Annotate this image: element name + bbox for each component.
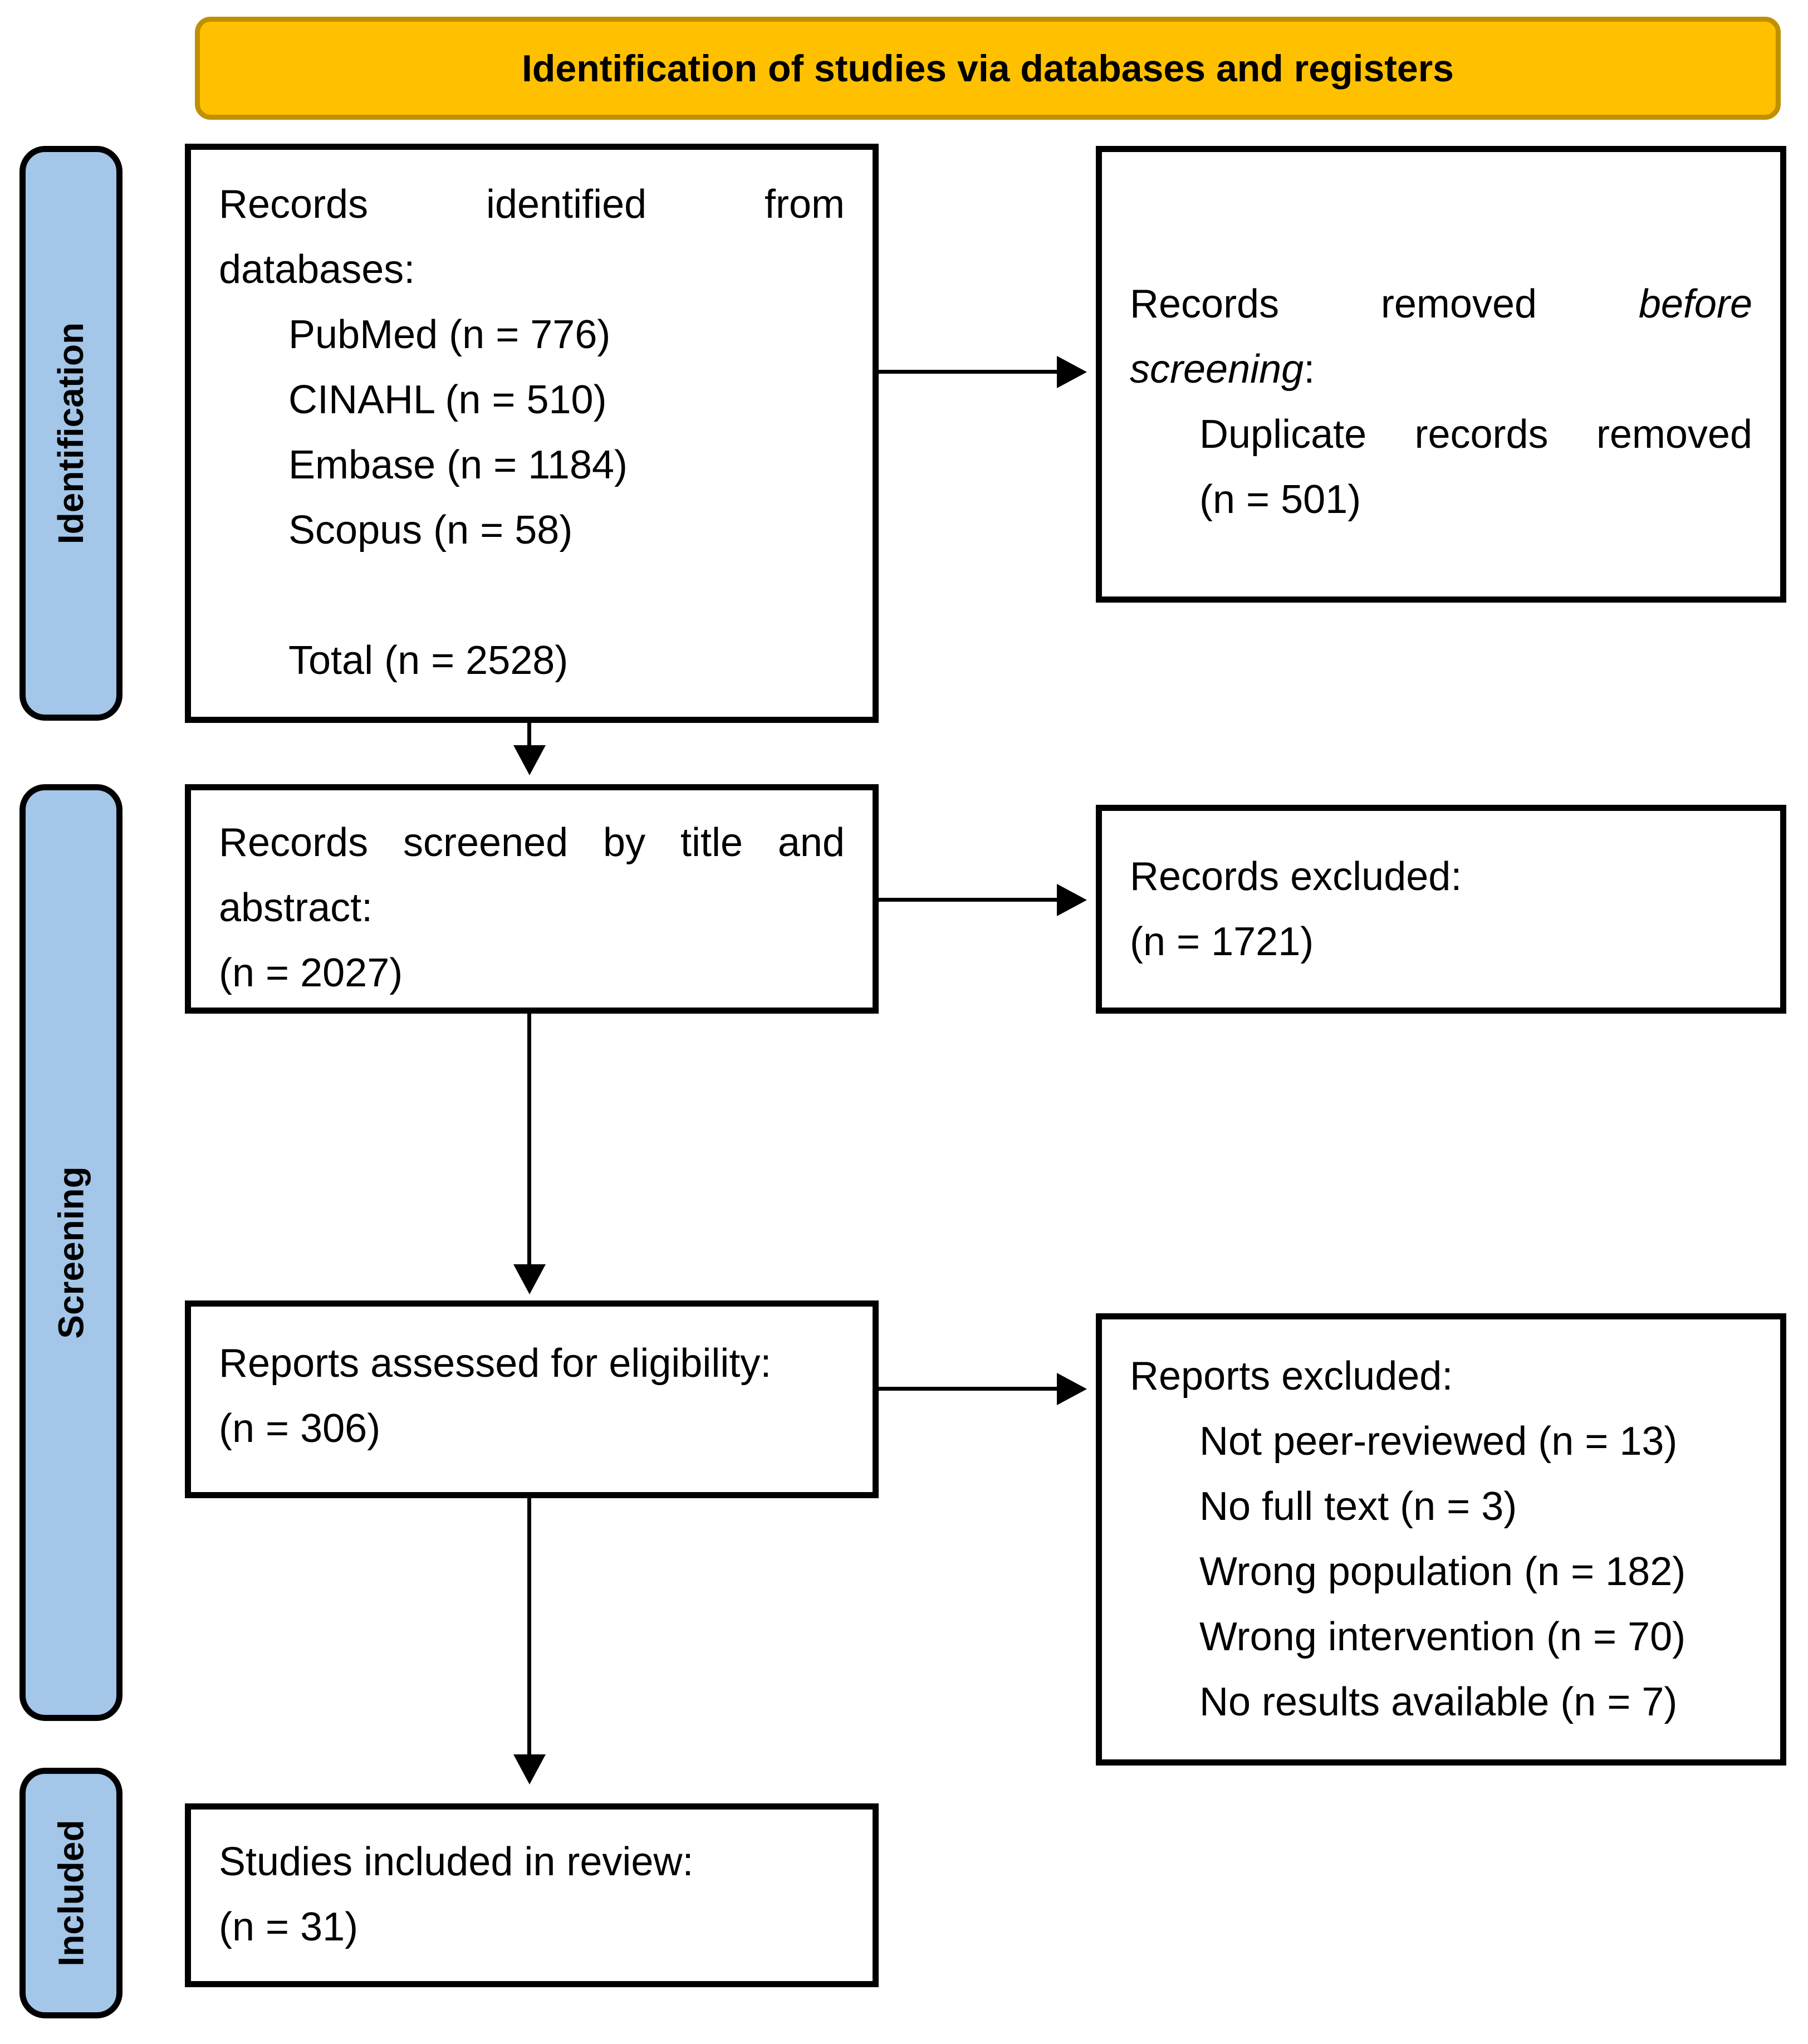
excluded-wrong-intervention: Wrong intervention (n = 70) [1199, 1615, 1686, 1659]
arrow-identified-to-removed-head [1057, 356, 1087, 388]
box-records-excluded: Records excluded: (n = 1721) [1096, 805, 1786, 1014]
db-count-scopus: Scopus (n = 58) [288, 508, 573, 552]
reports-assessed-count: (n = 306) [219, 1406, 381, 1451]
stage-identification-label: Identification [51, 322, 91, 545]
box-reports-assessed: Reports assessed for eligibility: (n = 3… [185, 1300, 879, 1498]
duplicates-removed-count: (n = 501) [1199, 477, 1361, 522]
stage-included-label: Included [51, 1820, 91, 1967]
records-removed-line1: Records removed before [1130, 272, 1752, 337]
records-identified-line2: databases: [219, 247, 415, 292]
box-records-identified: Records identified from databases: PubMe… [185, 144, 879, 723]
records-identified-line1: Records identified from [219, 182, 845, 227]
header-banner: Identification of studies via databases … [195, 17, 1781, 120]
records-removed-line2: screening: [1130, 337, 1752, 402]
arrow-screened-to-assessed-line [527, 1014, 531, 1265]
studies-included-line1: Studies included in review: [219, 1840, 694, 1884]
stage-included: Included [19, 1768, 123, 2018]
screening-italic: screening [1130, 347, 1304, 392]
records-screened-line1: Records screened by title and [219, 820, 845, 865]
arrow-assessed-to-included-line [527, 1498, 531, 1756]
arrow-screened-to-assessed-head [513, 1264, 546, 1294]
stage-identification: Identification [19, 146, 123, 721]
duplicates-removed-line1: Duplicate records removed [1199, 412, 1752, 457]
screening-colon: : [1304, 347, 1315, 392]
box-records-removed: Records removed before screening: Duplic… [1096, 146, 1786, 603]
excluded-no-full-text: No full text (n = 3) [1199, 1484, 1517, 1529]
arrow-screened-to-excluded-line [879, 898, 1058, 902]
stage-screening: Screening [19, 784, 123, 1721]
excluded-not-peer-reviewed: Not peer-reviewed (n = 13) [1199, 1419, 1678, 1464]
spacer-line [219, 563, 845, 628]
db-count-pubmed: PubMed (n = 776) [288, 312, 611, 357]
arrow-assessed-to-reports-excluded-line [879, 1387, 1058, 1391]
arrow-identified-to-screened-head [513, 745, 546, 775]
db-count-cinahl: CINAHL (n = 510) [288, 378, 607, 422]
arrow-screened-to-excluded-head [1057, 884, 1087, 916]
excluded-no-results: No results available (n = 7) [1199, 1680, 1678, 1724]
db-count-embase: Embase (n = 1184) [288, 443, 628, 487]
records-screened-count: (n = 2027) [219, 951, 403, 995]
arrow-identified-to-screened-line [527, 723, 531, 746]
arrow-assessed-to-reports-excluded-head [1057, 1373, 1087, 1405]
arrow-identified-to-removed-line [879, 370, 1058, 374]
box-studies-included: Studies included in review: (n = 31) [185, 1803, 879, 1987]
reports-assessed-line1: Reports assessed for eligibility: [219, 1341, 772, 1386]
box-records-screened: Records screened by title and abstract: … [185, 784, 879, 1014]
stage-screening-label: Screening [51, 1166, 91, 1339]
excluded-wrong-population: Wrong population (n = 182) [1199, 1549, 1686, 1594]
db-count-total: Total (n = 2528) [288, 638, 569, 683]
records-screened-line2: abstract: [219, 886, 373, 930]
studies-included-count: (n = 31) [219, 1905, 359, 1949]
records-removed-italic: before [1638, 282, 1752, 326]
records-excluded-count: (n = 1721) [1130, 920, 1314, 964]
box-reports-excluded: Reports excluded: Not peer-reviewed (n =… [1096, 1313, 1786, 1766]
reports-excluded-line1: Reports excluded: [1130, 1354, 1453, 1398]
records-removed-text: Records removed [1130, 282, 1537, 326]
records-excluded-line1: Records excluded: [1130, 854, 1462, 899]
header-title: Identification of studies via databases … [521, 47, 1454, 90]
arrow-assessed-to-included-head [513, 1754, 546, 1784]
